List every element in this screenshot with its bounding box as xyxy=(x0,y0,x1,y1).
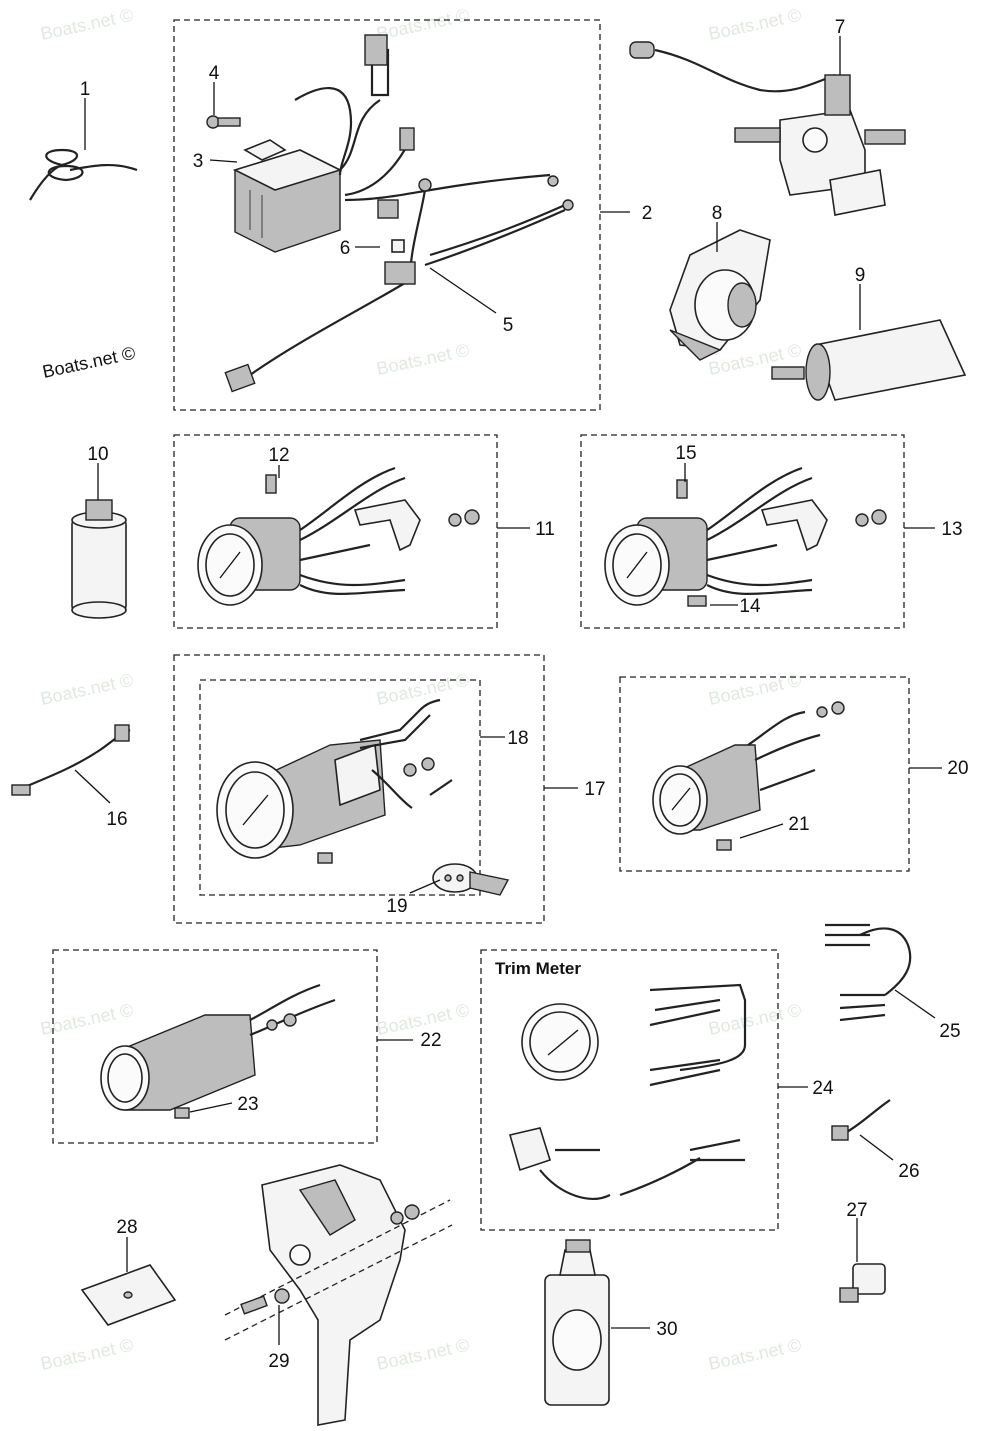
watermark: Boats.net © xyxy=(375,340,471,379)
part-27-sender xyxy=(839,1263,886,1303)
callout-11: 11 xyxy=(535,519,555,540)
part-9-grease-tube xyxy=(771,319,967,401)
callout-22: 22 xyxy=(420,1030,441,1051)
group-box-22 xyxy=(52,949,378,1144)
callout-2: 2 xyxy=(642,203,653,224)
callout-17: 17 xyxy=(584,779,605,800)
part-18-gauge xyxy=(216,698,453,864)
callout-14: 14 xyxy=(739,596,761,617)
callout-12: 12 xyxy=(268,445,289,466)
callout-6: 6 xyxy=(340,238,351,259)
callout-21: 21 xyxy=(788,814,809,835)
part-7-trim-switch xyxy=(629,41,906,216)
callout-26: 26 xyxy=(898,1161,919,1182)
callout-5: 5 xyxy=(503,315,514,336)
watermark: Boats.net © xyxy=(39,1335,135,1374)
part-25-harness xyxy=(825,923,912,1022)
group-box-2 xyxy=(173,19,601,411)
harness-wires xyxy=(224,34,574,393)
callout-16: 16 xyxy=(106,809,127,830)
part-24-trim-meter xyxy=(508,983,747,1200)
group-box-20 xyxy=(619,676,910,872)
group-box-18 xyxy=(199,679,481,896)
watermark: Boats.net © xyxy=(375,5,471,44)
part-4-screw xyxy=(206,115,241,129)
part-30-bottle xyxy=(544,1239,610,1406)
callout-27: 27 xyxy=(846,1200,867,1221)
callout-8: 8 xyxy=(712,203,723,224)
callout-15: 15 xyxy=(675,443,696,464)
watermark: Boats.net © xyxy=(375,670,471,709)
leader-lines xyxy=(74,36,942,1345)
part-29-bracket xyxy=(224,1164,453,1426)
watermark: Boats.net © xyxy=(39,670,135,709)
part-16-wire-lead xyxy=(11,724,131,796)
callout-3: 3 xyxy=(193,151,204,172)
group-box-13 xyxy=(580,434,905,629)
part-28-pad xyxy=(80,1264,177,1326)
part-13-gauge xyxy=(604,466,887,607)
part-10-can xyxy=(71,499,127,619)
part-8-bracket xyxy=(669,229,771,361)
group-box-11 xyxy=(173,434,498,629)
part-19-plug xyxy=(432,863,510,896)
callout-19: 19 xyxy=(386,896,407,917)
watermark: Boats.net © xyxy=(375,1335,471,1374)
callout-29: 29 xyxy=(268,1351,289,1372)
group-box-17 xyxy=(173,654,545,924)
callout-10: 10 xyxy=(87,444,108,465)
watermark: Boats.net © xyxy=(39,5,135,44)
part-20-gauge xyxy=(652,701,845,851)
callout-9: 9 xyxy=(855,265,866,286)
part-26-bulb-lead xyxy=(831,1099,891,1141)
callout-24: 24 xyxy=(812,1078,834,1099)
part-3-rectifier xyxy=(232,139,343,253)
watermark: Boats.net © xyxy=(707,1000,803,1039)
part-6-fuse xyxy=(377,199,416,285)
callout-18: 18 xyxy=(507,728,528,749)
trim-meter-title: Trim Meter xyxy=(495,959,581,978)
group-box-24 xyxy=(480,949,779,1231)
brand-mark: Boats.net © xyxy=(41,343,137,382)
callout-labels: 1 2 3 4 5 6 7 8 9 10 11 12 13 14 15 16 1… xyxy=(80,17,969,1372)
callout-13: 13 xyxy=(941,519,962,540)
watermark: Boats.net © xyxy=(707,5,803,44)
callout-23: 23 xyxy=(237,1094,258,1115)
part-1-spring xyxy=(29,148,138,201)
callout-4: 4 xyxy=(209,63,220,84)
callout-28: 28 xyxy=(116,1217,137,1238)
part-22-gauge xyxy=(100,983,336,1119)
callout-30: 30 xyxy=(656,1319,677,1340)
callout-25: 25 xyxy=(939,1021,960,1042)
callout-1: 1 xyxy=(80,79,91,100)
watermark: Boats.net © xyxy=(707,670,803,709)
watermark: Boats.net © xyxy=(707,1335,803,1374)
callout-20: 20 xyxy=(947,758,968,779)
callout-7: 7 xyxy=(835,17,846,38)
part-11-gauge xyxy=(197,466,480,606)
